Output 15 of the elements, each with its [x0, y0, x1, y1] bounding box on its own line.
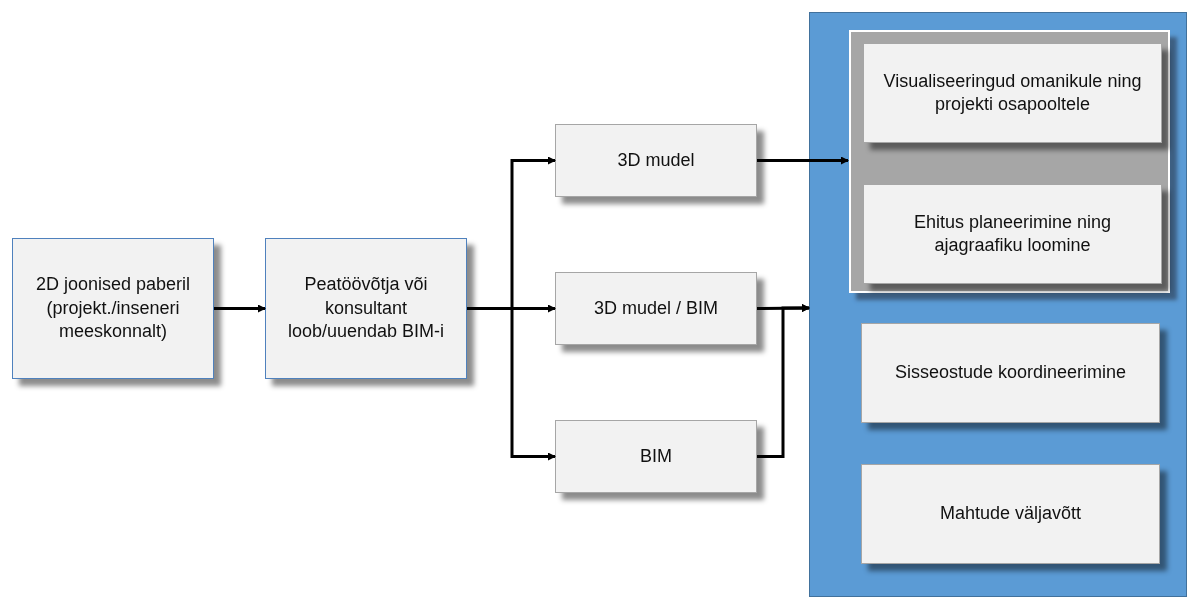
- process-box: BIM: [555, 420, 757, 493]
- process-box: Ehitus planeerimine ning ajagraafiku loomine: [863, 184, 1162, 284]
- process-box: Sisseostude koordineerimine: [861, 323, 1160, 423]
- arrow: [214, 304, 266, 313]
- process-box: Mahtude väljavõtt: [861, 464, 1160, 564]
- arrow: [757, 156, 849, 165]
- arrow: [467, 307, 556, 461]
- process-box: Visualiseeringud omanikule ning projekti osapooltele: [863, 43, 1162, 143]
- process-box: 2D joonised paberil (projekt./inseneri meeskonnalt): [12, 238, 214, 379]
- arrow: [757, 304, 810, 458]
- process-box: 3D mudel / BIM: [555, 272, 757, 345]
- group-panel: [849, 30, 1170, 293]
- process-box: 3D mudel: [555, 124, 757, 197]
- process-box: Peatöövõtja või konsultant loob/uuendab BIM-i: [265, 238, 467, 379]
- background-panel: [809, 12, 1187, 597]
